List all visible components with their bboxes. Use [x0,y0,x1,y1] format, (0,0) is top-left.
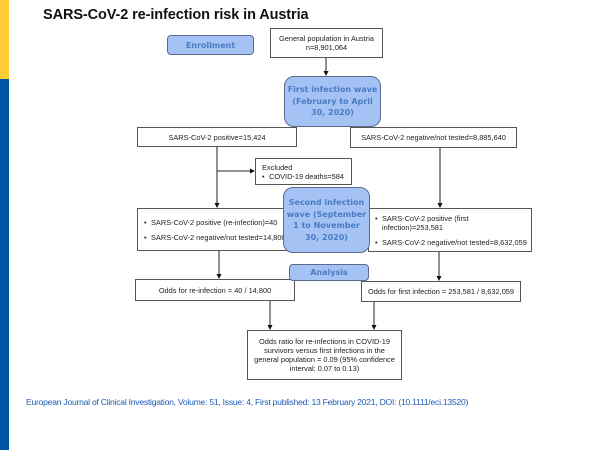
excluded-list: COVID-19 deaths=584 [262,172,344,181]
first-infection-negative-item: SARS-CoV-2 negative/not tested=8,632,059 [375,238,531,247]
second-wave-right-box: SARS-CoV-2 positive (first infection)=25… [368,208,532,252]
odds-ratio-box: Odds ratio for re-infections in COVID-19… [247,330,402,380]
population-count: n=8,901,064 [305,43,348,52]
odds-first-infection-box: Odds for first infection = 253,581 / 8,6… [361,281,521,302]
accent-strip-blue [0,79,9,450]
phase-first-wave: First infection wave (February to April … [284,76,381,127]
excluded-item: COVID-19 deaths=584 [262,172,344,181]
citation: European Journal of Clinical Investigati… [26,397,469,407]
excluded-box: Excluded COVID-19 deaths=584 [255,158,352,185]
excluded-heading: Excluded [262,162,293,172]
accent-strip-yellow [0,0,9,79]
reinfection-positive-item: SARS-CoV-2 positive (re-infection)=40 [144,218,286,227]
phase-analysis: Analysis [289,264,369,281]
first-wave-negative-box: SARS-CoV-2 negative/not tested=8,885,640 [350,127,517,148]
phase-second-wave: Second infection wave (September 1 to No… [283,187,370,253]
first-wave-positive-box: SARS-CoV-2 positive=15,424 [137,127,297,147]
second-wave-left-box: SARS-CoV-2 positive (re-infection)=40 SA… [137,208,287,251]
phase-enrollment: Enrollment [167,35,254,55]
odds-reinfection-box: Odds for re-infection = 40 / 14,800 [135,279,295,301]
first-infection-positive-item: SARS-CoV-2 positive (first infection)=25… [375,214,531,232]
slide-title: SARS-CoV-2 re-infection risk in Austria [43,7,309,23]
second-wave-left-list: SARS-CoV-2 positive (re-infection)=40 SA… [144,218,286,242]
population-label: General population in Austria [279,34,374,43]
population-box: General population in Austria n=8,901,06… [270,28,383,58]
reinfection-negative-item: SARS-CoV-2 negative/not tested=14,800 [144,233,286,242]
second-wave-right-list: SARS-CoV-2 positive (first infection)=25… [375,214,531,247]
